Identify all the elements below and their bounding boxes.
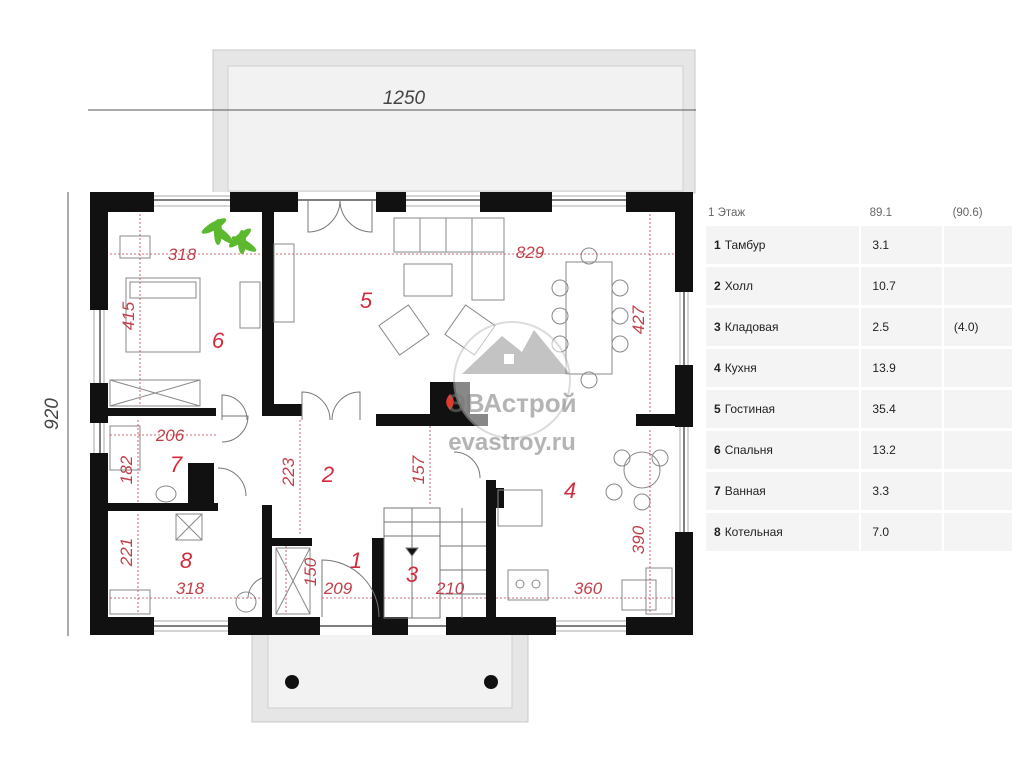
dimension-kitchen-depth: 390 <box>629 525 648 554</box>
legend-room-area-alt: (4.0) <box>943 308 1012 346</box>
dimension-stair-depth: 157 <box>409 455 428 484</box>
legend-room-number: 3 <box>714 320 721 334</box>
watermark-site: evastroy.ru <box>448 429 576 456</box>
room-number-3: 3 <box>406 562 419 587</box>
terrace-top-inner <box>227 65 684 192</box>
legend-room-number: 1 <box>714 238 721 252</box>
legend-room-number: 4 <box>714 361 721 375</box>
legend-room-number: 8 <box>714 525 721 539</box>
dimension-kitchen-width: 360 <box>574 579 603 598</box>
room-number-7: 7 <box>170 452 183 477</box>
legend-room-area: 10.7 <box>861 267 942 305</box>
legend-room-area: 3.1 <box>861 226 942 264</box>
doors <box>217 199 481 618</box>
legend-room-area-alt <box>943 513 1012 551</box>
porch-column <box>285 675 299 689</box>
legend-room-area: 35.4 <box>861 390 942 428</box>
dimension-total-width: 1250 <box>383 88 426 109</box>
legend-total: 89.1 <box>869 207 892 219</box>
legend-room-area: 3.3 <box>861 472 942 510</box>
dimension-living-depth: 427 <box>629 305 648 334</box>
watermark-logo <box>453 321 571 439</box>
dimension-boiler-depth: 221 <box>117 538 136 567</box>
legend-room-name: Холл <box>724 279 753 293</box>
bedroom-furniture <box>109 235 261 407</box>
legend-room-area-alt <box>943 472 1012 510</box>
legend-room-name: Ванная <box>724 484 766 498</box>
dimension-living-width: 829 <box>516 243 545 262</box>
windows <box>93 195 689 632</box>
vestibule-closet <box>275 547 311 615</box>
dimension-lines <box>67 109 696 636</box>
legend-room-area: 13.9 <box>861 349 942 387</box>
dimension-total-height: 920 <box>42 398 63 430</box>
bathroom-furniture <box>109 425 257 615</box>
legend-room-number: 6 <box>714 443 721 457</box>
legend-room-name: Тамбур <box>724 238 766 252</box>
dimension-bedroom-width: 318 <box>168 245 197 264</box>
legend-room-area-alt <box>943 431 1012 469</box>
legend-header: 1 Этаж 89.1 (90.6) <box>706 200 1012 226</box>
dimension-vestibule-width: 209 <box>323 579 353 598</box>
dimension-bathroom-width: 206 <box>155 426 185 445</box>
legend-room-number: 2 <box>714 279 721 293</box>
legend-room-name: Кухня <box>724 361 757 375</box>
legend-room-number: 5 <box>714 402 721 416</box>
legend-room-area-alt <box>943 267 1012 305</box>
dimension-bedroom-depth: 415 <box>119 301 138 330</box>
living-room-furniture <box>273 217 629 389</box>
porch-inner <box>267 633 513 709</box>
porch-column <box>484 675 498 689</box>
legend-room-name: Кладовая <box>724 320 779 334</box>
plant-icon <box>201 218 257 254</box>
floor-plan: ЭВАстрой evastroy.ru 1250 920 318 829 41… <box>42 49 696 723</box>
dimension-hall-depth: 223 <box>279 457 298 487</box>
room-number-1: 1 <box>350 548 362 573</box>
legend-room-area-alt <box>943 226 1012 264</box>
legend-room-name: Котельная <box>724 525 783 539</box>
legend-room-area: 13.2 <box>861 431 942 469</box>
dimension-vestibule-depth: 150 <box>301 557 320 586</box>
legend-room-number: 7 <box>714 484 721 498</box>
legend-floor: 1 Этаж <box>708 207 746 219</box>
dimension-bathroom-depth: 182 <box>117 455 136 484</box>
stairs <box>383 507 486 619</box>
legend-room-area-alt <box>943 349 1012 387</box>
watermark-brand: ЭВАстрой <box>447 388 576 418</box>
inner-dimension-lines <box>110 214 676 614</box>
dimension-storage-width: 210 <box>435 579 465 598</box>
room-number-8: 8 <box>180 548 193 573</box>
legend-room-name: Спальня <box>724 443 773 457</box>
legend-room-area: 2.5 <box>861 308 942 346</box>
room-number-2: 2 <box>321 462 334 487</box>
legend-room-name: Гостиная <box>724 402 776 416</box>
legend-room-area-alt <box>943 390 1012 428</box>
room-number-6: 6 <box>212 328 225 353</box>
room-number-4: 4 <box>564 478 576 503</box>
room-number-5: 5 <box>360 288 373 313</box>
dimension-boiler-width: 318 <box>176 579 205 598</box>
exterior-walls <box>90 192 693 635</box>
legend-total-alt: (90.6) <box>952 207 983 219</box>
legend-room-area: 7.0 <box>861 513 942 551</box>
